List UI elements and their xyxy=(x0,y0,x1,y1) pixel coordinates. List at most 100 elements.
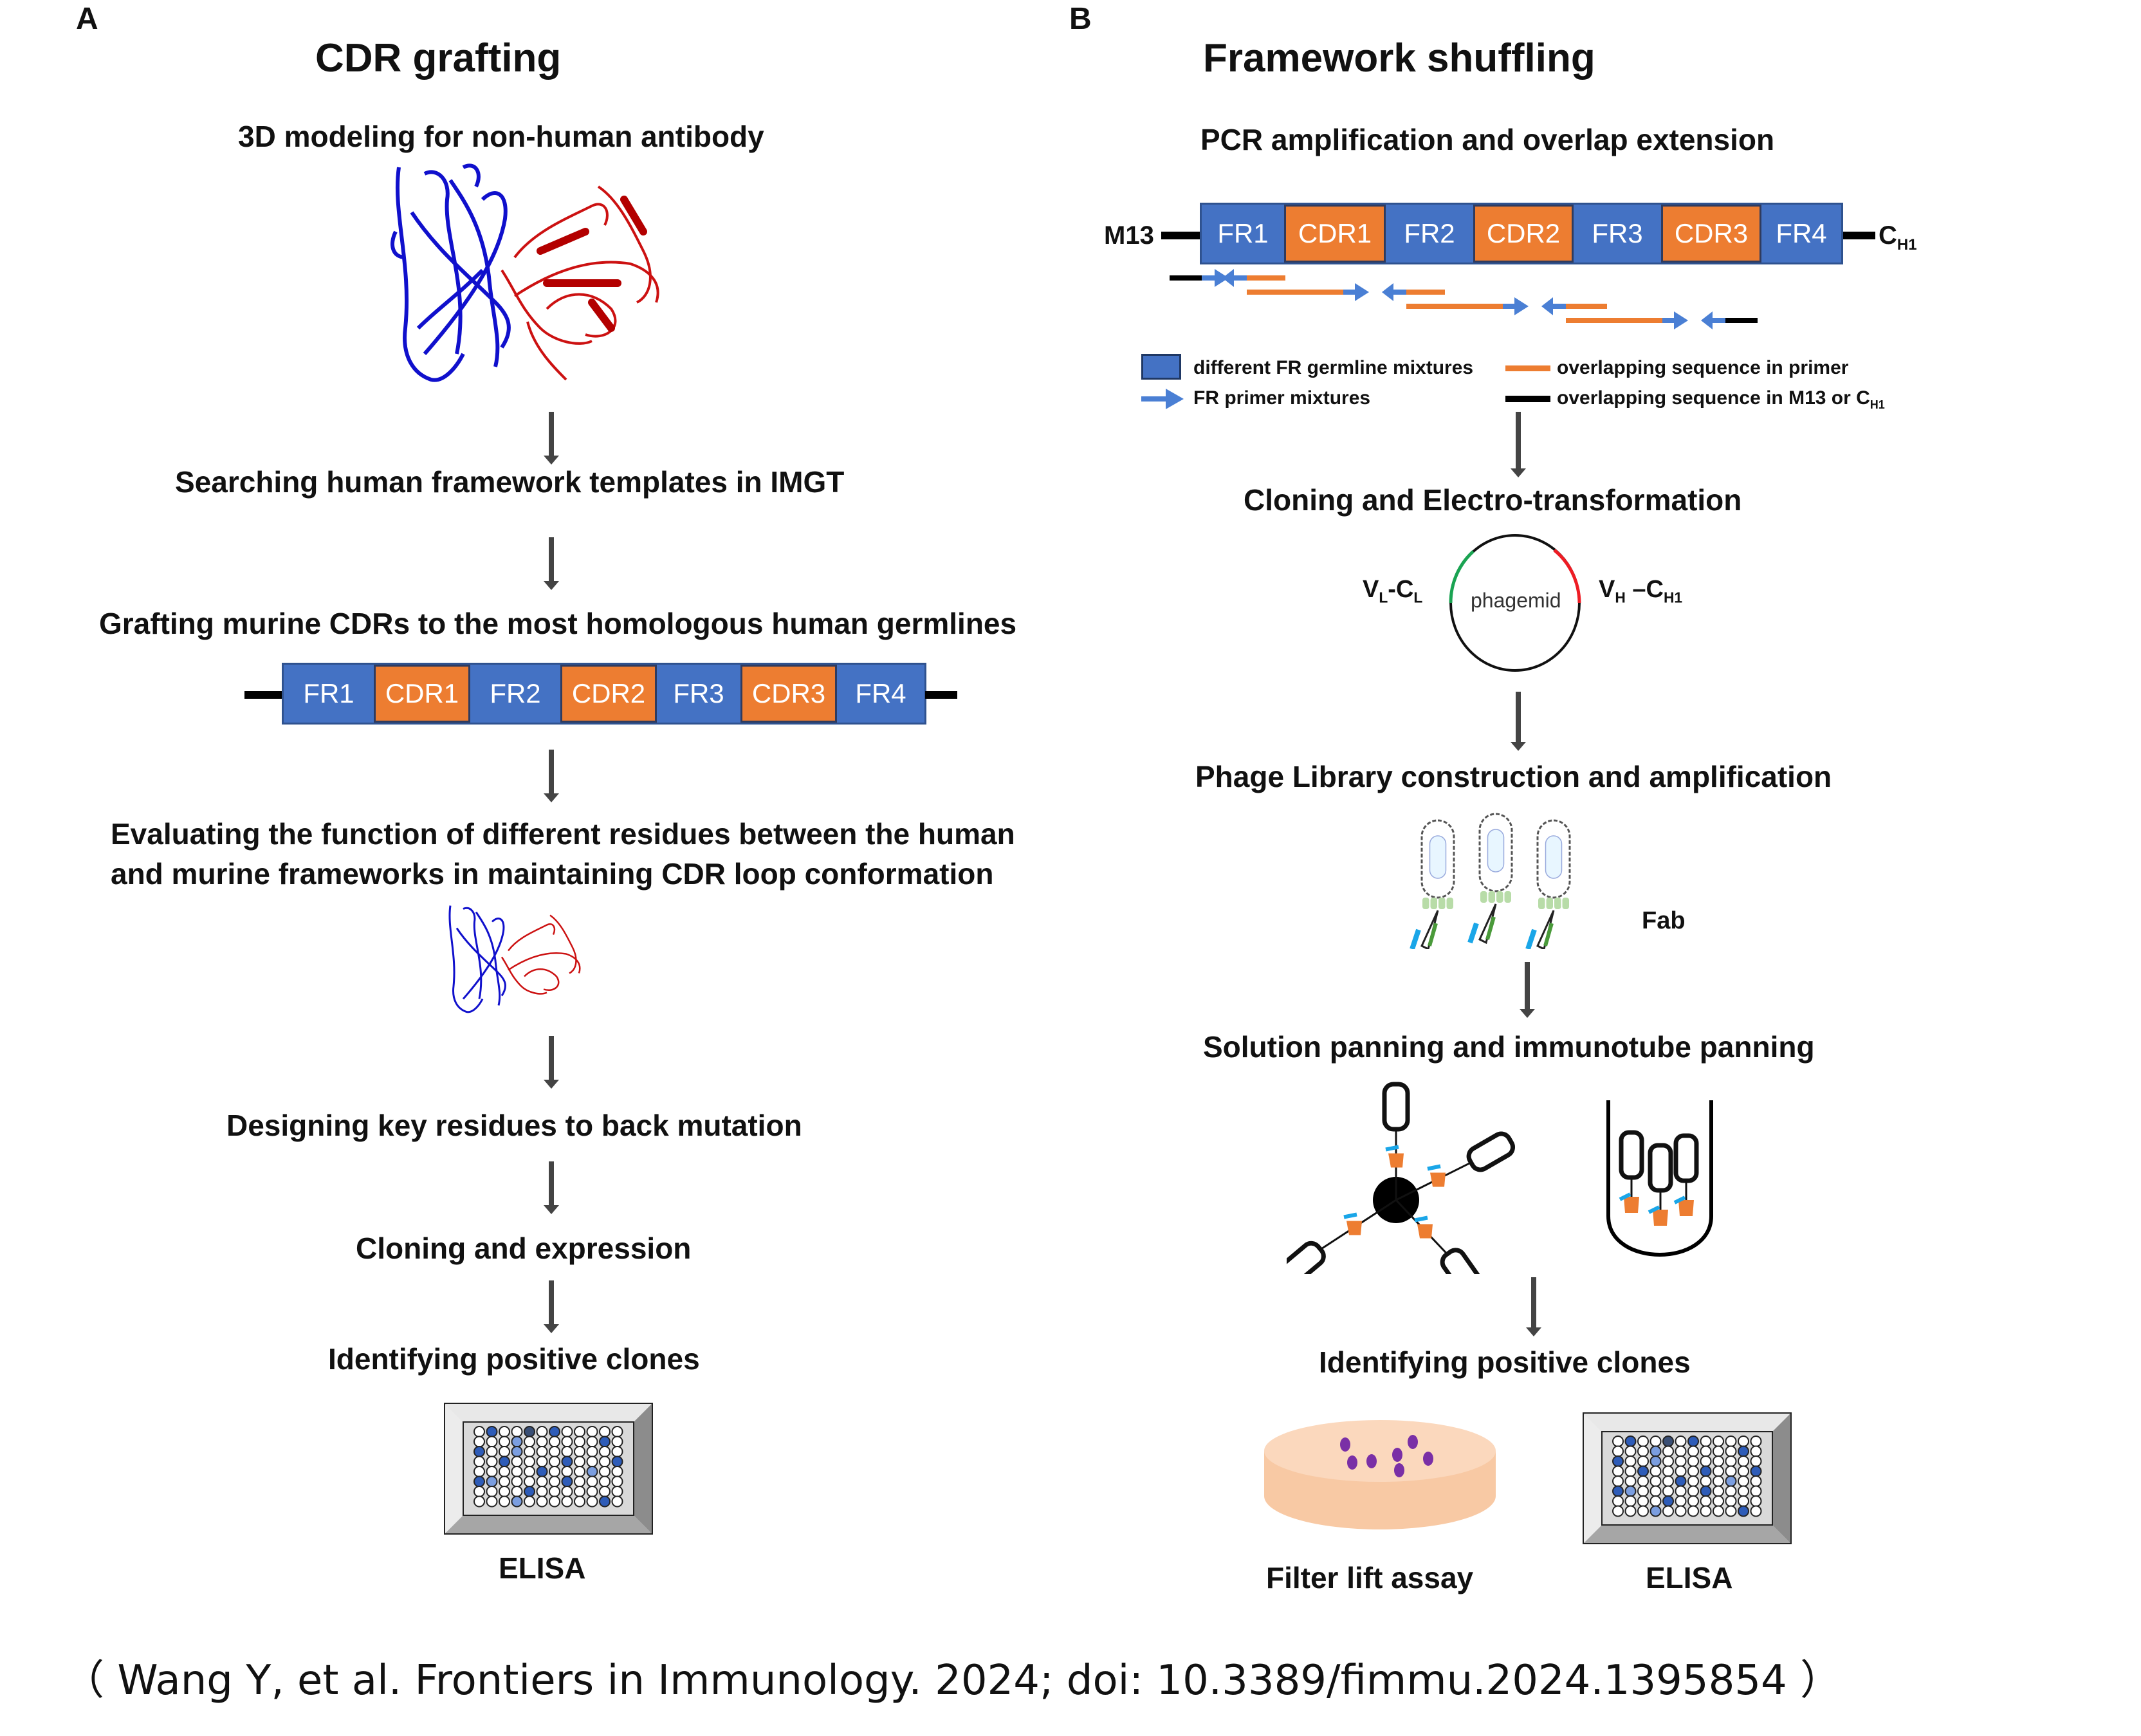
plate-well xyxy=(499,1455,510,1468)
plate-well xyxy=(611,1455,623,1468)
ch1-label-text: C xyxy=(1879,221,1897,250)
plate-well xyxy=(499,1446,510,1457)
plate-well xyxy=(1675,1445,1687,1457)
flow-arrow-a-5 xyxy=(544,1161,559,1214)
plate-well xyxy=(536,1436,548,1448)
segment-cdr2: CDR2 xyxy=(560,665,657,723)
filter-lift-dish-icon xyxy=(1264,1420,1496,1529)
plate-well xyxy=(1738,1445,1749,1457)
phage-particle xyxy=(1648,1143,1673,1193)
plate-well xyxy=(473,1495,485,1508)
plate-well xyxy=(1713,1455,1724,1467)
plate-well xyxy=(1649,1436,1662,1447)
cl-text: -C xyxy=(1388,576,1414,603)
plate-well xyxy=(1612,1495,1624,1507)
phage-particle xyxy=(1420,819,1455,909)
light-chain-ribbon xyxy=(501,185,659,381)
ch1-text: –C xyxy=(1625,576,1664,603)
plate-well xyxy=(561,1475,573,1488)
plate-well xyxy=(574,1455,585,1468)
plate-well xyxy=(1725,1475,1737,1487)
plate-well xyxy=(511,1495,523,1508)
plate-well xyxy=(486,1475,498,1488)
step-b-2: Cloning and Electro-transformation xyxy=(1244,483,1742,517)
plate-well xyxy=(549,1475,560,1488)
plate-well xyxy=(511,1486,523,1497)
plate-well xyxy=(1750,1465,1762,1477)
phagemid-plasmid-icon xyxy=(1449,534,1581,672)
plate-well xyxy=(1624,1436,1637,1447)
plate-well xyxy=(486,1495,498,1508)
plate-well xyxy=(1700,1436,1712,1447)
ch1-label-sub: H1 xyxy=(1897,236,1917,254)
plate-well xyxy=(1713,1475,1724,1487)
vh-ch1-label: VH –CH1 xyxy=(1599,576,1682,607)
plate-well xyxy=(1624,1445,1637,1457)
plate-well xyxy=(1750,1485,1762,1497)
phage-particle xyxy=(1673,1133,1699,1183)
plate-well xyxy=(499,1436,510,1448)
plate-well xyxy=(574,1486,585,1497)
flow-arrow-b-3 xyxy=(1520,962,1535,1018)
segment-cdr3: CDR3 xyxy=(740,665,837,723)
assay-label-elisa-b: ELISA xyxy=(1646,1561,1733,1594)
flow-arrow-a-4 xyxy=(544,1036,559,1089)
plate-well xyxy=(1687,1505,1699,1517)
flow-arrow-b-4 xyxy=(1526,1277,1541,1336)
step-b-1: PCR amplification and overlap extension xyxy=(1200,123,1775,156)
plate-well xyxy=(1675,1505,1687,1517)
legend-overlap-m13-swatch xyxy=(1505,396,1550,402)
phage-particle xyxy=(1382,1082,1410,1132)
step-a-1: 3D modeling for non-human antibody xyxy=(238,120,764,153)
step-a-6: Cloning and expression xyxy=(356,1232,692,1265)
m13-label: M13 xyxy=(1104,221,1154,250)
plate-well xyxy=(1662,1445,1674,1457)
plate-well xyxy=(1624,1495,1637,1507)
plate-well xyxy=(1750,1505,1762,1517)
plate-well xyxy=(1687,1495,1699,1507)
plate-well xyxy=(1662,1505,1674,1517)
plate-well xyxy=(1750,1475,1762,1487)
plate-well xyxy=(511,1426,523,1437)
plate-well xyxy=(486,1455,498,1468)
plate-well xyxy=(1750,1455,1762,1467)
plate-well xyxy=(1738,1465,1749,1477)
plate-well xyxy=(1612,1445,1624,1457)
plate-well xyxy=(1624,1465,1637,1477)
plate-well xyxy=(1637,1505,1649,1517)
plate-well xyxy=(473,1455,485,1468)
segment-fr1: FR1 xyxy=(1202,205,1284,263)
segment-fr4: FR4 xyxy=(1761,205,1841,263)
plate-well xyxy=(511,1436,523,1448)
plate-well xyxy=(1649,1505,1662,1517)
plate-well xyxy=(1675,1485,1687,1497)
plate-well xyxy=(1738,1475,1749,1487)
panel-a-label: A xyxy=(76,2,98,36)
flow-arrow-a-2 xyxy=(544,537,559,590)
assay-label-filter: Filter lift assay xyxy=(1266,1561,1474,1594)
plate-well xyxy=(586,1436,598,1448)
primer-arrows xyxy=(1170,269,1758,329)
plate-well xyxy=(486,1466,498,1477)
plate-well xyxy=(1637,1445,1649,1457)
plate-well xyxy=(1700,1465,1712,1477)
phage-particle xyxy=(1466,1131,1516,1172)
plate-well xyxy=(524,1475,535,1488)
step-a-3: Grafting murine CDRs to the most homolog… xyxy=(99,607,1017,640)
step-b-5: Identifying positive clones xyxy=(1319,1345,1691,1379)
vh-sub: H xyxy=(1615,589,1626,606)
vh-text: V xyxy=(1599,576,1615,603)
plate-well xyxy=(1637,1465,1649,1477)
plate-well xyxy=(1725,1436,1737,1447)
plate-well xyxy=(1662,1475,1674,1487)
segment-cdr1: CDR1 xyxy=(374,665,470,723)
plate-well xyxy=(1713,1436,1724,1447)
legend-fr-germline-swatch xyxy=(1141,354,1181,380)
legend-overlap-primer: overlapping sequence in primer xyxy=(1557,357,1849,378)
plate-well xyxy=(1675,1455,1687,1467)
plate-well xyxy=(1637,1475,1649,1487)
segment-fr1: FR1 xyxy=(284,665,374,723)
plate-well xyxy=(586,1486,598,1497)
primer-diagram xyxy=(1170,269,1758,329)
plate-well xyxy=(549,1495,560,1508)
